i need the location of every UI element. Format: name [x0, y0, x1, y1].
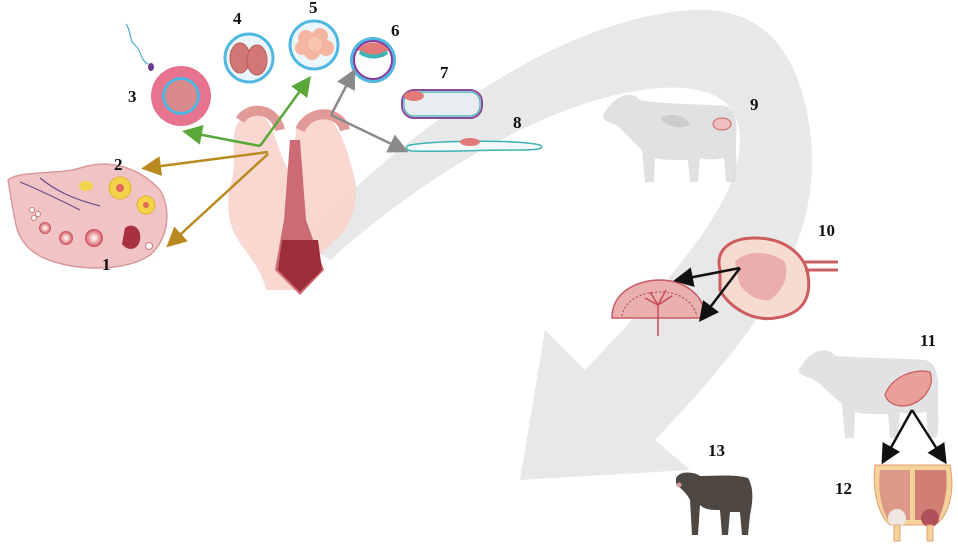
cow-icon — [603, 94, 737, 182]
arrow-to-udder-left — [881, 409, 914, 465]
arrow-to-3 — [182, 125, 261, 148]
arrow-to-placentome-b — [698, 267, 741, 322]
label-12: 12 — [835, 479, 852, 498]
label-10: 10 — [818, 221, 835, 240]
calf-icon — [676, 472, 753, 535]
pointer-arrows — [141, 68, 947, 465]
blastocyst-icon — [350, 37, 396, 83]
label-9: 9 — [750, 95, 759, 114]
arrow-to-8 — [330, 113, 409, 153]
two-cell-embryo-icon — [223, 32, 275, 84]
arrow-to-5 — [258, 75, 311, 147]
label-3: 3 — [128, 87, 137, 106]
cycle-arrow-icon — [300, 9, 813, 480]
ovoid-conceptus-icon — [401, 89, 483, 119]
gravid-uterus-icon — [717, 236, 838, 321]
label-8: 8 — [513, 113, 522, 132]
label-7: 7 — [440, 63, 449, 82]
label-2: 2 — [114, 155, 123, 174]
label-11: 11 — [920, 331, 937, 350]
arrow-to-2 — [141, 150, 269, 176]
label-13: 13 — [708, 441, 725, 460]
label-5: 5 — [309, 0, 318, 17]
uterus-icon — [228, 105, 357, 295]
arrow-to-placentome-a — [673, 266, 741, 287]
morula-icon — [288, 19, 340, 71]
label-6: 6 — [391, 21, 400, 40]
cow-late-gestation-icon — [798, 350, 939, 438]
label-4: 4 — [233, 9, 242, 28]
label-1: 1 — [102, 255, 111, 274]
arrow-to-udder-right — [910, 409, 947, 465]
sperm-icon — [125, 23, 154, 71]
arrow-to-1 — [166, 153, 269, 248]
oocyte-icon — [151, 66, 211, 126]
arrow-to-6 — [329, 68, 356, 116]
udder-icon — [873, 464, 953, 542]
elongated-conceptus-icon — [405, 138, 543, 153]
ovary-icon — [7, 163, 168, 269]
